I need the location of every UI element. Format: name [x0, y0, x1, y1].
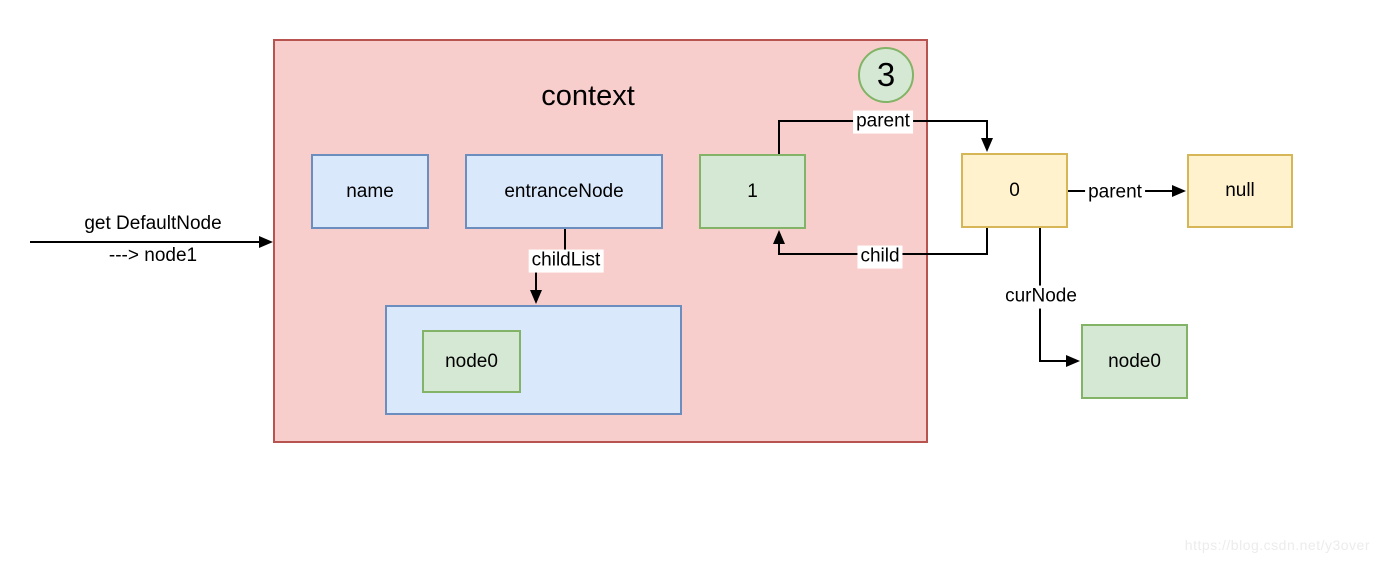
entry-caption-top: get DefaultNode: [84, 213, 222, 234]
child-edge-label: child: [857, 245, 903, 269]
entrance-node-box: entranceNode: [465, 154, 663, 229]
parent-top-edge-label: parent: [853, 110, 913, 134]
childlist-edge-label: childList: [528, 249, 604, 273]
step-badge-circle: 3: [858, 47, 914, 103]
curnode-edge-label: curNode: [1002, 285, 1080, 309]
node0-right-box: node0: [1081, 324, 1188, 399]
watermark-text: https://blog.csdn.net/y3over: [1184, 537, 1370, 553]
null-box: null: [1187, 154, 1293, 228]
name-field-box: name: [311, 154, 429, 229]
parent-right-edge-label: parent: [1085, 181, 1145, 205]
entry-caption-bottom: ---> node1: [108, 245, 198, 266]
context-title: context: [541, 80, 635, 112]
current-node-box: 0: [961, 153, 1068, 228]
node1-box: 1: [699, 154, 806, 229]
node0-inner-box: node0: [422, 330, 521, 393]
